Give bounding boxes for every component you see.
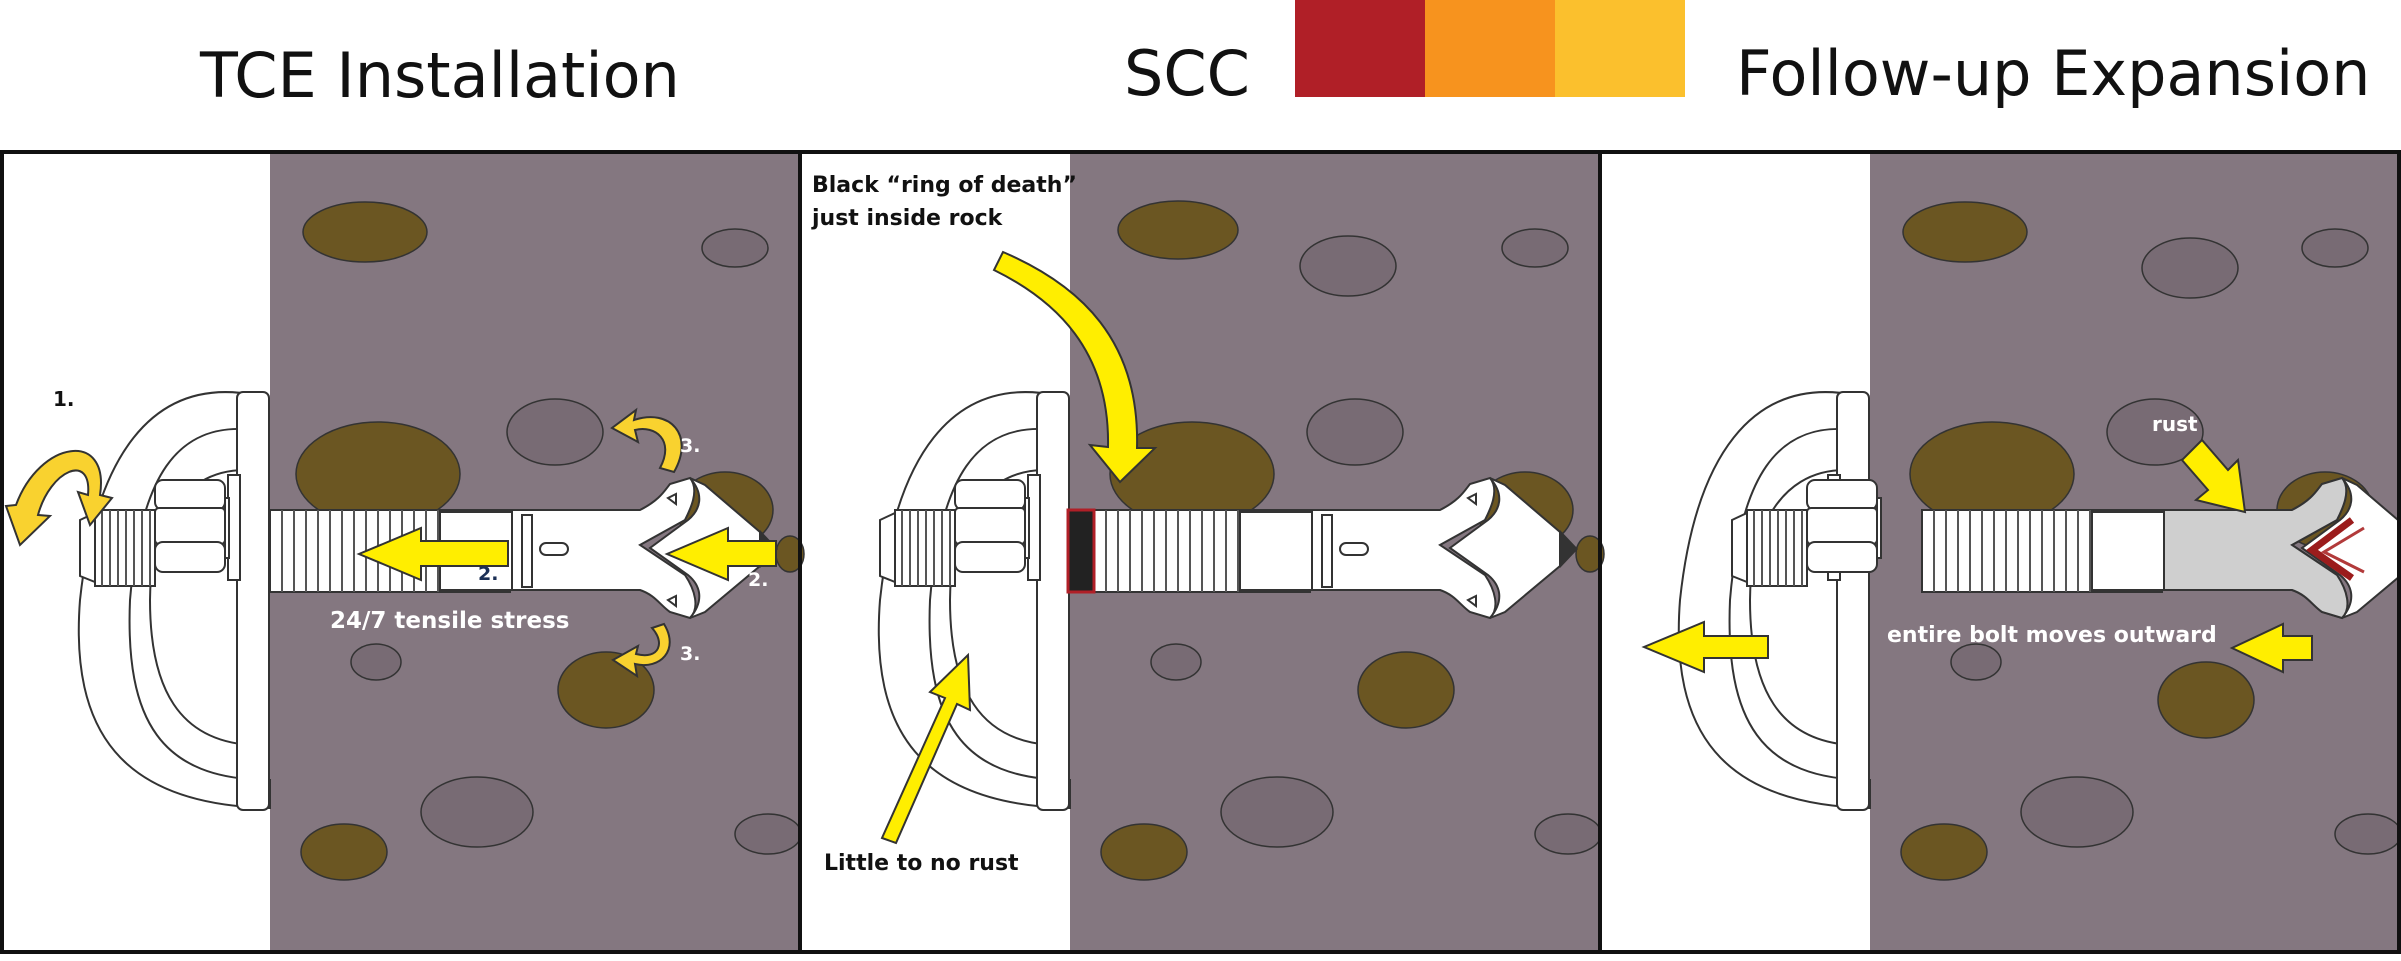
scc-swatch-red <box>1295 0 1425 97</box>
scc-swatch-yellow <box>1555 0 1685 97</box>
panel-scc: Black “ring of death” just inside rock L… <box>811 152 1605 952</box>
cone-push-arrow-icon <box>664 526 777 582</box>
anchor-bolt <box>877 391 1579 811</box>
arrows-panel2 <box>880 250 1158 845</box>
ring-of-death-label-line1: Black “ring of death” <box>812 173 1077 198</box>
arrows-panel3 <box>1641 438 2313 674</box>
rust-streak-inner <box>2320 526 2365 574</box>
rust-pointer-arrow-icon <box>880 652 972 845</box>
step-2-cone-label: 2. <box>748 569 768 591</box>
tensile-stress-label: 24/7 tensile stress <box>330 608 569 634</box>
panel-installation: 1. 2. 2. 3. 3. 24/7 tensile stress <box>4 152 805 952</box>
tension-arrow-icon <box>356 526 509 582</box>
outward-move-arrow-icon <box>1641 620 1769 674</box>
anchor-bolt <box>1677 391 2401 811</box>
expanded-sleeve <box>2163 476 2349 620</box>
panel-frames <box>0 150 2401 954</box>
rust-label: rust <box>2152 412 2198 436</box>
ring-of-death-label-line2: just inside rock <box>811 206 1004 231</box>
rock-pebbles <box>1900 201 2401 881</box>
rust-streak <box>2306 517 2355 581</box>
cone-pull-arrow-icon <box>2229 622 2313 674</box>
step-3-lower-label: 3. <box>680 643 700 665</box>
ring-pointer-arrow-icon <box>992 250 1158 484</box>
title-scc: SCC <box>1124 36 1250 110</box>
panel-3-frame <box>1598 150 2401 954</box>
little-rust-label: Little to no rust <box>824 851 1019 876</box>
rotation-arrow-icon <box>4 449 114 547</box>
step-2-label: 2. <box>478 563 498 585</box>
rust-pointer-arrow-icon <box>2180 438 2247 514</box>
expansion-up-arrow-icon <box>610 407 683 474</box>
panel-expansion: rust entire bolt moves outward <box>1641 152 2401 952</box>
title-follow-up-expansion: Follow-up Expansion <box>1736 36 2371 110</box>
scc-swatch-orange <box>1425 0 1555 97</box>
bolt-moves-outward-label: entire bolt moves outward <box>1887 623 2217 648</box>
arrows-panel1 <box>4 407 777 679</box>
ring-of-death <box>1066 508 1096 594</box>
title-tce-installation: TCE Installation <box>200 38 680 112</box>
step-1-label: 1. <box>53 387 75 411</box>
expansion-down-arrow-icon <box>611 622 671 679</box>
step-3-upper-label: 3. <box>680 435 700 457</box>
